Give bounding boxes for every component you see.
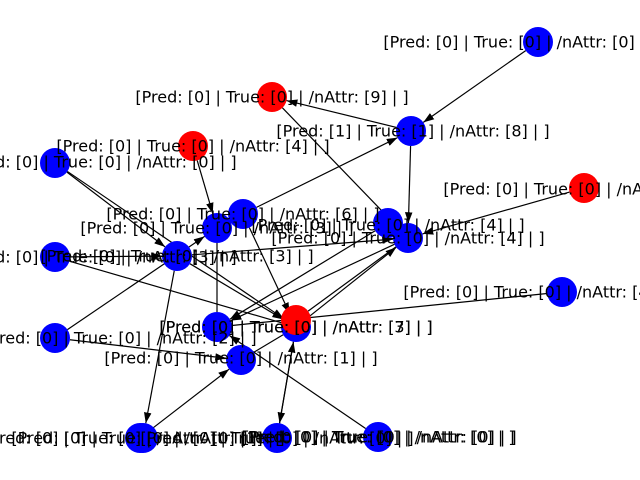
node-label-n19: [Pred: [0] | True: [0] | /nAttr: [0] | ] [241, 428, 514, 447]
edge-n3-n2 [286, 99, 397, 129]
graph-node-n2 [257, 82, 287, 112]
graph-node-n13 [547, 277, 577, 307]
edge-n7-n16 [248, 227, 291, 314]
node-label-n12: [Pred: [0] | True: [0] | /nAttr: [1] | ] [104, 349, 377, 368]
node-label-n16: [Pred: [0] | True: [0] | /nAttr: [7] | ] [159, 318, 432, 337]
node-label-n7: [Pred: [0] | True: [0] | /nAttr: [6] | ] [106, 205, 379, 224]
node-label-n6: [Pred: [0] | True: [0] | /nAttr: [4] | ] [443, 180, 640, 199]
graph-node-n4 [178, 131, 208, 161]
node-label-n8: [Pred: [0] | True: [0] | /nAttr: [3] | ] [40, 247, 313, 266]
edge-n17-n15 [229, 230, 376, 320]
edge-n1-n3 [422, 50, 527, 123]
edge-n3-n9 [404, 145, 413, 224]
node-label-n11: [Pred: [0] | True: [0] | /nAttr: [3] | ] [80, 219, 353, 238]
node-label-n14: [Pred: [0] | True: [0] | /nAttr: [2] | ] [0, 329, 257, 348]
node-label-n5: [Pred: [0] | True: [0] | /nAttr: [0] | ] [0, 153, 237, 172]
edge-n8-n16 [189, 263, 284, 320]
graph-node-n6 [569, 173, 599, 203]
node-label-n4: [Pred: [0] | True: [0] | /nAttr: [4] | ] [56, 137, 329, 156]
node-label-n2: [Pred: [0] | True: [0] | /nAttr: [9] | ] [135, 88, 408, 107]
graph-node-n1 [523, 27, 553, 57]
graph-node-n8 [162, 241, 192, 271]
edge-n9-n15 [230, 243, 395, 322]
labels-layer: [Pred: [0] | True: [0] | /nAttr: [0] | ]… [0, 33, 640, 448]
node-label-n21: [Pred: [0] | True: [0] | /nAttr: [0] | ] [0, 429, 257, 448]
graph-node-n7 [228, 199, 258, 229]
edge-n22-n9 [307, 246, 397, 312]
edge-n21-n12 [151, 368, 230, 430]
nodes-layer [40, 27, 599, 453]
node-label-n9: [Pred: [0] | True: [0] | /nAttr: [4] | ] [271, 229, 544, 248]
edge-n2-n9 [281, 107, 399, 228]
graph-node-n3 [396, 116, 426, 146]
node-label-n18: [Pred: [0] | True: [0] | /nAttr: [1] | ] [11, 429, 284, 448]
edge-n6-n9 [422, 191, 570, 235]
edge-n4-n11 [196, 160, 214, 214]
edge-n5-n8 [66, 171, 166, 248]
node-label-n22: [Pred: [0] | True: [0] | /nAttr: [0] | ] [243, 428, 516, 447]
node-label-n20: [Pred: [0] | True: [0] | /nAttr: [0] | ] [140, 429, 413, 448]
edge-n7-n3 [256, 137, 398, 208]
graph-node-n20 [262, 423, 292, 453]
graph-node-n19 [363, 422, 393, 452]
graph-node-n14 [40, 323, 70, 353]
edge-n8-n9 [191, 236, 394, 256]
edge-n12-n16 [253, 334, 284, 353]
graph-node-n17 [373, 208, 403, 238]
node-label-n13: [Pred: [0] | True: [0] | /nAttr: [4] | ] [403, 283, 640, 302]
node-label-n1: [Pred: [0] | True: [0] | /nAttr: [0] | ] [383, 33, 640, 52]
graph-node-n10 [40, 242, 70, 272]
edge-n10-n16 [69, 260, 282, 324]
edge-n20-n16 [278, 341, 296, 424]
node-label-n3: [Pred: [1] | True: [1] | /nAttr: [8] | ] [276, 122, 549, 141]
graph-node-n5 [40, 148, 70, 178]
edge-n14-n12 [69, 339, 227, 361]
graph-node-n22 [281, 305, 311, 335]
node-label-n17: [Pred: [0] | True: [0] | /nAttr: [4] | ] [251, 216, 524, 235]
edge-n10-n8 [69, 252, 163, 260]
edge-n16-n9 [307, 246, 397, 319]
graph-node-n12 [226, 345, 256, 375]
graph-node-n11 [202, 213, 232, 243]
node-label-n10: [Pred: [0] | True: [0] | /nAttr: [3] | ] [0, 248, 237, 267]
graph-node-n15 [202, 312, 232, 342]
graph-node-n21 [125, 423, 155, 453]
edge-n8-n18 [144, 270, 175, 424]
node-label-n15: [Pred: [0] | True: [0] | /nAttr: [3] | ] [159, 318, 432, 337]
